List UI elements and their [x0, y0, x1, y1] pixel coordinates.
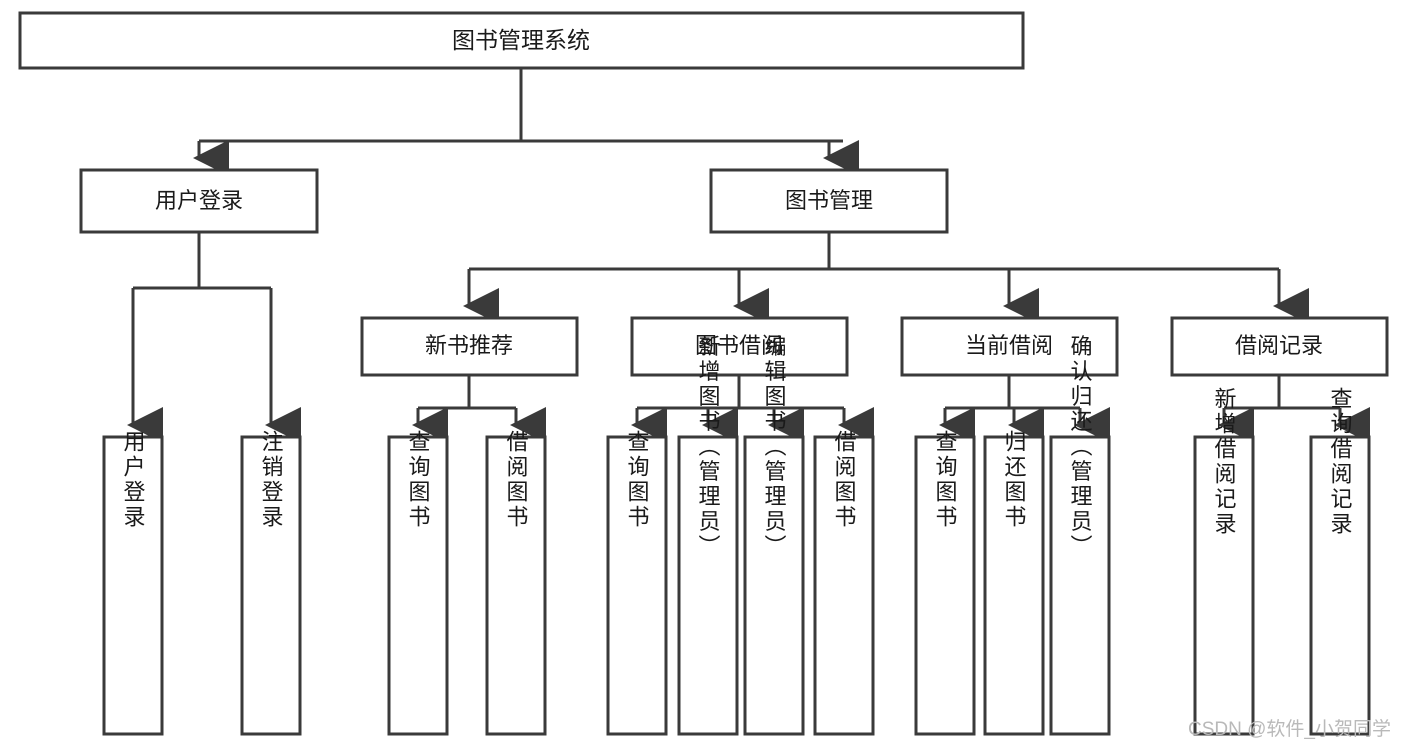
leaf-query-book-1-label: 查询图书 — [406, 430, 431, 530]
leaf-user-logout-label: 注销登录 — [259, 430, 284, 530]
leaf-confirm-return-box[interactable] — [1049, 435, 1111, 736]
node-book-borrow-box[interactable] — [630, 316, 849, 377]
leaf-add-record-label: 新增借阅记录 — [1212, 387, 1237, 537]
leaf-borrow-book-1-label: 借阅图书 — [504, 430, 529, 530]
leaf-return-book-box[interactable] — [983, 435, 1045, 736]
leaf-add-record-box[interactable] — [1193, 435, 1255, 736]
leaf-user-login[interactable]: 用户登录 — [102, 430, 164, 736]
leaf-query-book-2-box[interactable] — [606, 435, 668, 736]
node-new-book-recommend[interactable]: 新书推荐 — [360, 316, 579, 377]
leaf-query-record-label: 查询借阅记录 — [1328, 387, 1353, 537]
node-user-login-label: 用户登录 — [155, 188, 243, 213]
leaf-query-book-2-label: 查询图书 — [625, 430, 650, 530]
node-root-label: 图书管理系统 — [452, 27, 590, 53]
leaf-borrow-book-2-label: 借阅图书 — [832, 430, 857, 530]
node-current-borrow-label: 当前借阅 — [965, 333, 1053, 358]
leaf-return-book-label: 归还图书 — [1002, 430, 1027, 530]
node-borrow-record-box[interactable] — [1170, 316, 1389, 377]
node-layer: 图书管理系统 用户登录 图书管理 新书推荐 图书借阅 当前借阅 借阅记录 — [18, 11, 1389, 736]
connector-layer — [127, 68, 1370, 443]
leaf-query-book-3-box[interactable] — [914, 435, 976, 736]
leaf-return-book[interactable]: 归还图书 — [983, 430, 1045, 736]
leaf-query-book-1[interactable]: 查询图书 — [387, 430, 449, 736]
leaf-query-book-3-label: 查询图书 — [933, 430, 958, 530]
leaf-query-record-box[interactable] — [1309, 435, 1371, 736]
leaf-add-book-box[interactable] — [677, 435, 739, 736]
node-current-borrow[interactable]: 当前借阅 — [900, 316, 1119, 377]
node-book-manage-box[interactable] — [709, 168, 949, 234]
node-new-book-recommend-box[interactable] — [360, 316, 579, 377]
node-root-box[interactable] — [18, 11, 1025, 70]
node-book-borrow-label: 图书借阅 — [695, 333, 783, 358]
leaf-query-book-3[interactable]: 查询图书 — [914, 430, 976, 736]
leaf-borrow-book-2-box[interactable] — [813, 435, 875, 736]
leaf-user-login-label: 用户登录 — [121, 430, 146, 530]
leaf-confirm-return-label: 确认归还（管理员） — [1068, 335, 1093, 560]
leaf-borrow-book-1-box[interactable] — [485, 435, 547, 736]
leaf-user-logout[interactable]: 注销登录 — [240, 430, 302, 736]
node-borrow-record-label: 借阅记录 — [1235, 333, 1323, 358]
leaf-add-book[interactable]: 新增图书（管理员） — [677, 335, 739, 736]
leaf-borrow-book-2[interactable]: 借阅图书 — [813, 430, 875, 736]
node-borrow-record[interactable]: 借阅记录 — [1170, 316, 1389, 377]
leaf-query-book-1-box[interactable] — [387, 435, 449, 736]
node-book-manage[interactable]: 图书管理 — [709, 168, 949, 234]
leaf-confirm-return[interactable]: 确认归还（管理员） — [1049, 335, 1111, 736]
leaf-edit-book[interactable]: 编辑图书（管理员） — [743, 335, 805, 736]
node-book-manage-label: 图书管理 — [785, 188, 873, 213]
node-user-login[interactable]: 用户登录 — [79, 168, 319, 234]
leaf-query-book-2[interactable]: 查询图书 — [606, 430, 668, 736]
leaf-query-record[interactable]: 查询借阅记录 — [1309, 387, 1371, 736]
node-root[interactable]: 图书管理系统 — [18, 11, 1025, 70]
leaf-edit-book-label: 编辑图书（管理员） — [762, 335, 787, 560]
node-current-borrow-box[interactable] — [900, 316, 1119, 377]
node-new-book-recommend-label: 新书推荐 — [425, 333, 513, 358]
leaf-user-login-box[interactable] — [102, 435, 164, 736]
node-user-login-box[interactable] — [79, 168, 319, 234]
leaf-add-book-label: 新增图书（管理员） — [696, 335, 721, 560]
leaf-add-record[interactable]: 新增借阅记录 — [1193, 387, 1255, 736]
leaf-edit-book-box[interactable] — [743, 435, 805, 736]
node-book-borrow[interactable]: 图书借阅 — [630, 316, 849, 377]
leaf-user-logout-box[interactable] — [240, 435, 302, 736]
leaf-borrow-book-1[interactable]: 借阅图书 — [485, 430, 547, 736]
